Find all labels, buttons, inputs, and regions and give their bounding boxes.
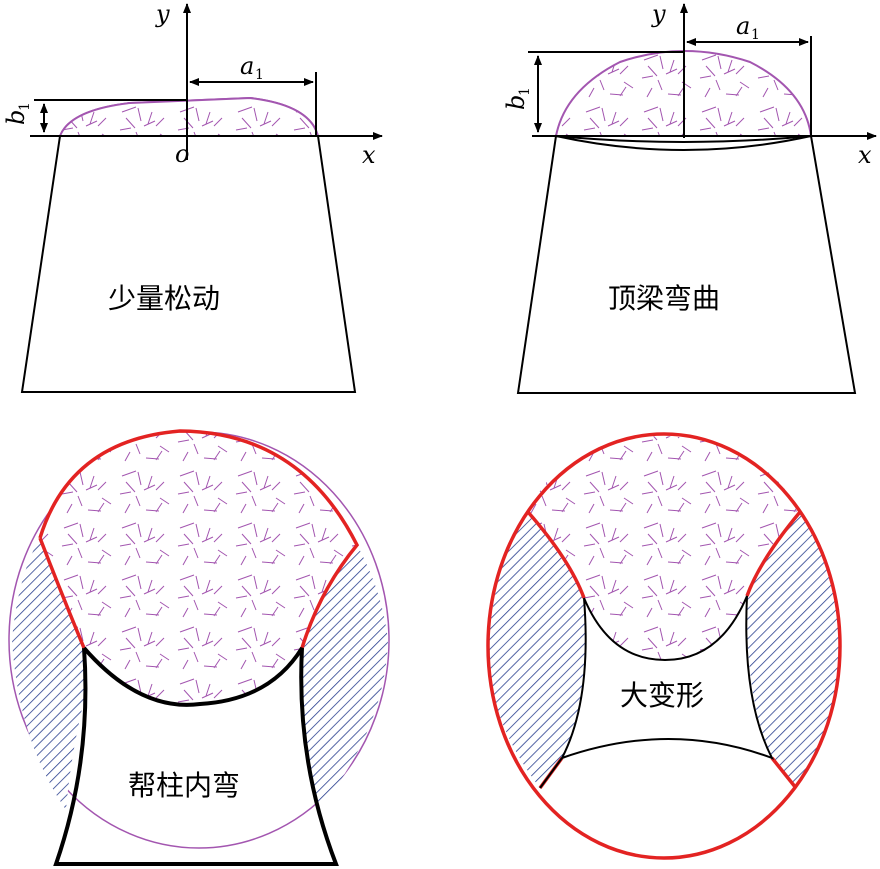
support-frame-4 <box>559 595 775 760</box>
panel-1: y x o a 1 b 1 少量松动 <box>2 0 383 393</box>
panel-label-1: 少量松动 <box>108 282 220 315</box>
support-frame-1 <box>20 135 357 393</box>
svg-text:1: 1 <box>517 87 533 96</box>
panel-4: 大变形 <box>486 432 842 860</box>
svg-text:b: b <box>2 110 30 125</box>
svg-text:1: 1 <box>255 67 264 83</box>
b1-label-1: b 1 <box>2 102 33 125</box>
a1-label-2: a 1 <box>736 12 760 43</box>
svg-text:a: a <box>240 52 254 80</box>
hatched-zone-right-3 <box>302 545 388 810</box>
panel-3: 帮柱内弯 <box>8 429 390 866</box>
svg-text:1: 1 <box>17 102 33 111</box>
x-axis-label-2: x <box>858 141 872 169</box>
hatched-zone-right-4 <box>746 512 840 788</box>
support-frame-3 <box>53 646 339 866</box>
b1-label-2: b 1 <box>502 87 533 110</box>
svg-text:b: b <box>502 95 530 110</box>
panel-label-2: 顶梁弯曲 <box>608 282 720 315</box>
y-axis-label-2: y <box>651 0 666 28</box>
support-frame-2 <box>516 134 857 394</box>
fracture-fill-1 <box>60 98 318 136</box>
svg-text:a: a <box>736 12 750 40</box>
origin-label: o <box>175 140 189 168</box>
y-axis-label-1: y <box>155 0 170 28</box>
svg-text:1: 1 <box>751 27 760 43</box>
failure-boundary-3 <box>38 429 360 649</box>
failure-boundary-4 <box>486 432 842 860</box>
panel-2: y x a 1 b 1 顶梁弯曲 <box>502 0 877 394</box>
loose-zone-1-outline <box>59 96 319 137</box>
x-axis-label-1: x <box>362 141 376 169</box>
hatched-zone-left-4 <box>488 512 586 788</box>
a1-label-1: a 1 <box>240 52 264 83</box>
panel-label-3: 帮柱内弯 <box>128 769 240 802</box>
panel-label-4: 大变形 <box>620 679 704 712</box>
